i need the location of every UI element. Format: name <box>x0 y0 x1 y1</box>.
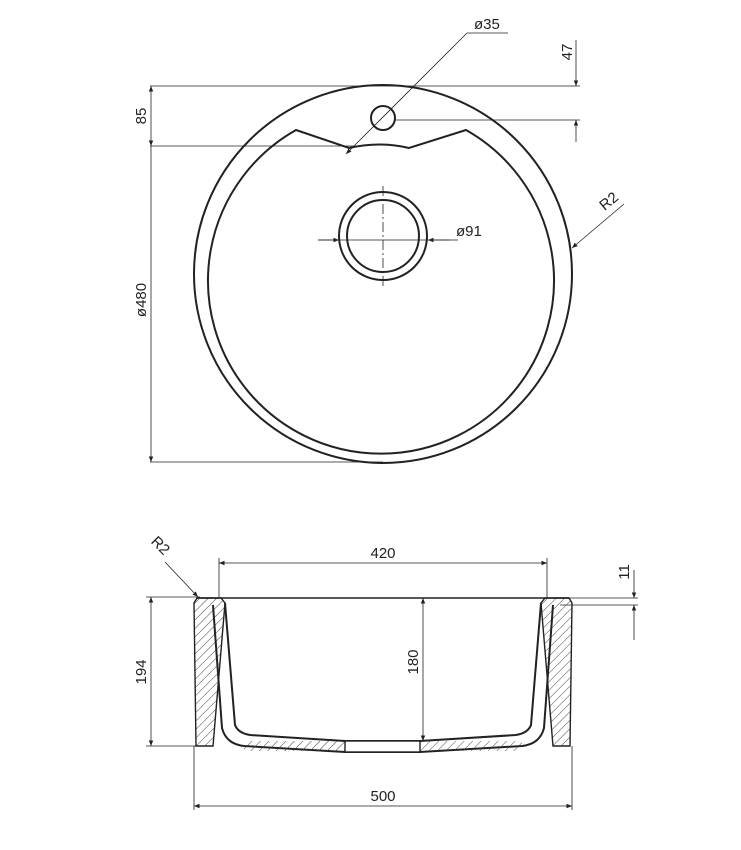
tap-hole-leader <box>345 32 468 155</box>
outer-diameter-label: ø480 <box>133 283 150 317</box>
left-wall-section <box>193 597 226 747</box>
edge-radius-leader <box>571 203 625 249</box>
tap-hole-offset-label: 47 <box>559 44 576 61</box>
section-view: R2 420 11 194 180 500 <box>133 533 638 810</box>
outer-rim <box>193 84 573 464</box>
bowl-inner-profile <box>224 602 542 742</box>
bowl-outer-profile <box>212 604 554 753</box>
overall-height-label: 194 <box>133 659 150 684</box>
section-radius-label: R2 <box>147 533 173 559</box>
overall-width-label: 500 <box>370 788 395 805</box>
tap-hole-diameter-label: ø35 <box>474 16 500 33</box>
section-radius-leader <box>164 561 199 598</box>
right-wall-section <box>540 597 573 747</box>
rim-to-hole-label: 85 <box>133 108 150 125</box>
rim-thickness-label: 11 <box>616 564 633 580</box>
tap-hole <box>370 105 396 131</box>
edge-radius-label: R2 <box>596 189 622 214</box>
inner-width-label: 420 <box>370 545 395 562</box>
top-view: ø35 47 85 ø480 ø91 R2 <box>133 16 625 464</box>
drain-diameter-label: ø91 <box>456 223 482 240</box>
bowl-depth-label: 180 <box>405 649 422 674</box>
drain-outlet <box>344 740 421 753</box>
bowl-edge <box>207 128 555 455</box>
